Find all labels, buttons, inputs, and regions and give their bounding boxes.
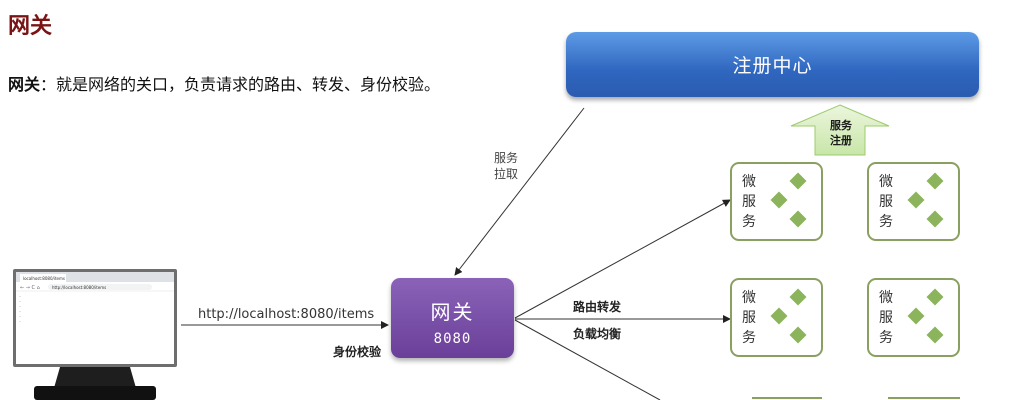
load-balance-label: 负载均衡 xyxy=(573,327,622,341)
diamond-icon xyxy=(789,326,807,344)
microservice-node: 微 服 务 xyxy=(730,162,823,241)
diamond-icon xyxy=(789,288,807,306)
route-arrow-top xyxy=(514,199,731,319)
microservice-char: 服 xyxy=(742,310,756,326)
gateway-port: 8080 xyxy=(433,331,472,347)
microservice-char: 微 xyxy=(879,174,893,190)
microservice-char: 务 xyxy=(742,214,756,230)
service-register-line: 注册 xyxy=(830,134,852,147)
microservice-node: 微 服 务 xyxy=(867,162,960,241)
page-title: 网关 xyxy=(8,14,53,39)
description: 网关：就是网络的关口，负责请求的路由、转发、身份校验。 xyxy=(8,71,440,95)
microservice-node: 微 服 务 xyxy=(730,278,823,357)
diamond-icon xyxy=(926,172,944,190)
microservice-char: 务 xyxy=(742,330,756,346)
microservice-char: 微 xyxy=(879,290,893,306)
browser-tab-title: localhost:8080/items xyxy=(23,276,65,281)
description-text: ：就是网络的关口，负责请求的路由、转发、身份校验。 xyxy=(40,75,441,94)
route-arrow-bottom xyxy=(514,319,661,400)
microservice-char: 服 xyxy=(742,194,756,210)
microservice-char: 微 xyxy=(742,290,756,306)
diamond-icon xyxy=(770,307,788,325)
microservice-char: 微 xyxy=(742,174,756,190)
registry-center: 注册中心 xyxy=(566,32,979,97)
microservice-node: 微 服 务 xyxy=(867,278,960,357)
description-term: 网关 xyxy=(8,75,41,94)
microservice-label: 微 服 务 xyxy=(879,172,895,232)
microservice-label: 微 服 务 xyxy=(742,172,758,232)
diamond-icon xyxy=(907,191,925,209)
gateway-node: 网关 8080 xyxy=(391,278,514,358)
microservice-char: 务 xyxy=(879,330,893,346)
gateway-name: 网关 xyxy=(430,300,475,324)
diamond-icon xyxy=(907,307,925,325)
diamond-icon xyxy=(789,172,807,190)
service-register-arrow-icon xyxy=(790,104,890,156)
diamond-icon xyxy=(926,326,944,344)
microservice-label: 微 服 务 xyxy=(742,288,758,348)
routing-label: 路由转发 xyxy=(573,300,622,314)
microservice-char: 务 xyxy=(879,214,893,230)
service-pull-line: 服务 xyxy=(494,151,519,165)
svg-text:← → C ⌂: ← → C ⌂ xyxy=(20,285,40,291)
microservice-char: 服 xyxy=(879,194,893,210)
diamond-icon xyxy=(770,191,788,209)
service-pull-arrow xyxy=(454,107,585,276)
microservice-char: 服 xyxy=(879,310,893,326)
service-register-label: 服务 注册 xyxy=(815,118,867,148)
diamond-icon xyxy=(789,210,807,228)
auth-label: 身份校验 xyxy=(333,345,382,359)
service-register-line: 服务 xyxy=(830,119,852,132)
service-pull-line: 拉取 xyxy=(494,167,519,181)
service-pull-label: 服务 拉取 xyxy=(494,150,518,182)
microservice-label: 微 服 务 xyxy=(879,288,895,348)
browser-address: http://localhost:8080/items xyxy=(52,285,106,290)
diamond-icon xyxy=(926,210,944,228)
browser-monitor-icon: localhost:8080/items ← → C ⌂ http://loca… xyxy=(13,269,177,400)
request-url-label: http://localhost:8080/items xyxy=(198,307,375,322)
diamond-icon xyxy=(926,288,944,306)
